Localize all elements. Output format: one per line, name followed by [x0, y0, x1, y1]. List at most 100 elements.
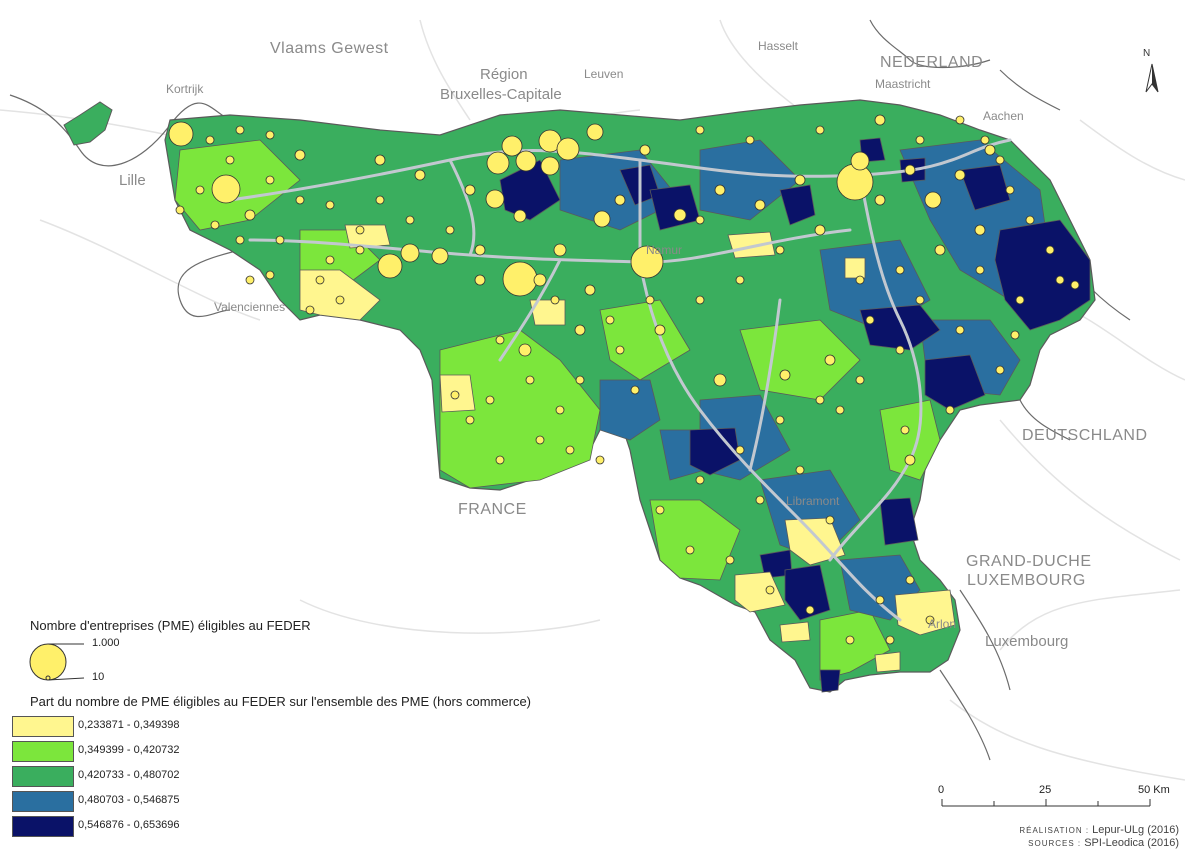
pme-count-circle — [995, 155, 1005, 165]
pme-count-circle — [1010, 330, 1020, 340]
pme-count-circle — [315, 275, 325, 285]
pme-count-circle — [211, 174, 241, 204]
pme-count-circle — [210, 220, 220, 230]
pme-count-circle — [904, 164, 916, 176]
place-label: Leuven — [584, 67, 624, 81]
pme-count-circle — [735, 445, 745, 455]
pme-count-circle — [595, 455, 605, 465]
credit-sources: SOURCES : SPI-Leodica (2016) — [1028, 837, 1179, 849]
pme-count-circle — [714, 184, 726, 196]
pme-count-circle — [824, 354, 836, 366]
pme-count-circle — [925, 615, 935, 625]
pme-count-circle — [975, 265, 985, 275]
place-label: Namur — [646, 243, 683, 257]
pme-count-circle — [486, 151, 510, 175]
place-label: Région — [480, 66, 528, 83]
pme-count-circle — [295, 195, 305, 205]
circles-layer — [168, 114, 1080, 645]
pme-count-circle — [525, 375, 535, 385]
pme-count-circle — [474, 244, 486, 256]
pme-count-circle — [374, 154, 386, 166]
pme-count-circle — [725, 555, 735, 565]
pme-count-circle — [225, 155, 235, 165]
pme-count-circle — [465, 415, 475, 425]
scale-bar — [941, 799, 1151, 807]
legend-class-label-5: 0,546876 - 0,653696 — [78, 819, 180, 831]
pme-count-circle — [574, 324, 586, 336]
enclave-west — [63, 101, 113, 146]
pme-count-circle — [325, 255, 335, 265]
pme-count-circle — [765, 585, 775, 595]
pme-count-circle — [265, 130, 275, 140]
place-label: LUXEMBOURG — [967, 572, 1086, 589]
pme-count-circle — [984, 144, 996, 156]
legend-class-label-3: 0,420733 - 0,480702 — [78, 769, 180, 781]
pme-count-circle — [614, 194, 626, 206]
place-label: DEUTSCHLAND — [1022, 427, 1148, 444]
pme-count-circle — [735, 275, 745, 285]
pme-count-circle — [485, 189, 505, 209]
motorways — [228, 138, 1012, 622]
pme-count-circle — [874, 194, 886, 206]
pme-count-circle — [502, 261, 538, 297]
pme-count-circle — [865, 315, 875, 325]
pme-count-circle — [639, 144, 651, 156]
pme-count-circle — [924, 191, 942, 209]
legend-circle-symbol — [29, 643, 85, 681]
pme-count-circle — [795, 465, 805, 475]
pme-count-circle — [915, 295, 925, 305]
legend-class-label-1: 0,233871 - 0,349398 — [78, 719, 180, 731]
pme-count-circle — [533, 273, 547, 287]
pme-count-circle — [1055, 275, 1065, 285]
pme-count-circle — [175, 205, 185, 215]
pme-count-circle — [775, 415, 785, 425]
pme-count-circle — [235, 125, 245, 135]
legend-circle-title: Nombre d'entreprises (PME) éligibles au … — [30, 618, 311, 633]
pme-count-circle — [586, 123, 604, 141]
pme-count-circle — [754, 199, 766, 211]
pme-count-circle — [265, 270, 275, 280]
pme-count-circle — [974, 224, 986, 236]
place-label: Libramont — [786, 494, 840, 508]
pme-count-circle — [845, 635, 855, 645]
place-label: Maastricht — [875, 77, 931, 91]
credit-realisation-key: RÉALISATION : — [1019, 826, 1090, 835]
pme-count-circle — [431, 247, 449, 265]
pme-count-circle — [755, 495, 765, 505]
legend-choropleth-title: Part du nombre de PME éligibles au FEDER… — [30, 694, 532, 709]
place-label: Valenciennes — [214, 300, 286, 314]
credit-sources-key: SOURCES : — [1028, 839, 1082, 848]
pme-count-circle — [900, 425, 910, 435]
pme-count-circle — [294, 149, 306, 161]
pme-count-circle — [885, 635, 895, 645]
pme-count-circle — [695, 215, 705, 225]
legend-swatch-2 — [12, 741, 74, 762]
pme-count-circle — [325, 200, 335, 210]
pme-count-circle — [934, 244, 946, 256]
pme-count-circle — [450, 390, 460, 400]
place-label: Vlaams Gewest — [270, 40, 389, 57]
pme-count-circle — [168, 121, 194, 147]
scale-tick-0: 0 — [938, 784, 945, 796]
pme-count-circle — [605, 315, 615, 325]
pme-count-circle — [485, 395, 495, 405]
pme-count-circle — [244, 209, 256, 221]
north-label: N — [1143, 48, 1151, 59]
legend-class-label-4: 0,480703 - 0,546875 — [78, 794, 180, 806]
legend-circle-max-label: 1.000 — [92, 637, 120, 649]
pme-count-circle — [945, 405, 955, 415]
pme-count-circle — [895, 345, 905, 355]
pme-count-circle — [556, 137, 580, 161]
place-label: NEDERLAND — [880, 54, 984, 71]
pme-count-circle — [630, 245, 664, 279]
pme-count-circle — [775, 245, 785, 255]
pme-count-circle — [904, 454, 916, 466]
pme-count-circle — [995, 365, 1005, 375]
pme-count-circle — [550, 295, 560, 305]
pme-count-circle — [540, 156, 560, 176]
place-label: GRAND-DUCHE — [966, 553, 1092, 570]
pme-count-circle — [814, 224, 826, 236]
pme-count-circle — [794, 174, 806, 186]
pme-count-circle — [1015, 295, 1025, 305]
pme-count-circle — [400, 243, 420, 263]
